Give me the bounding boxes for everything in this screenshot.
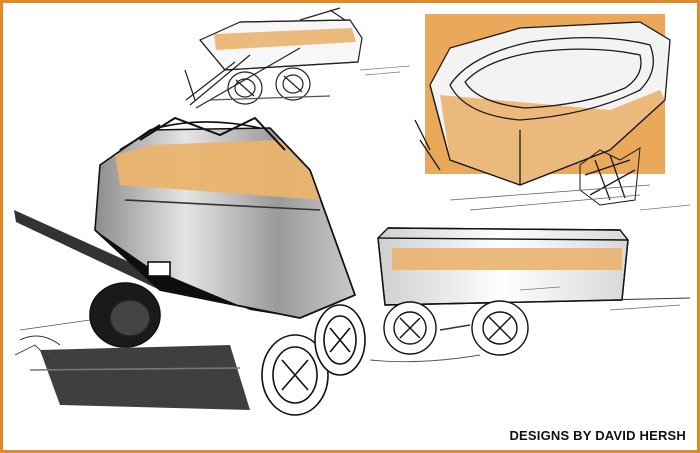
sketch-flatbed-trailer [369, 227, 691, 363]
sketch-large-vehicle [14, 116, 366, 416]
sketch-small-trailer [184, 7, 363, 109]
sketch-hatching [359, 65, 691, 291]
sketch-open-tub [414, 14, 671, 211]
designer-credit: DESIGNS BY DAVID HERSH [509, 428, 686, 443]
